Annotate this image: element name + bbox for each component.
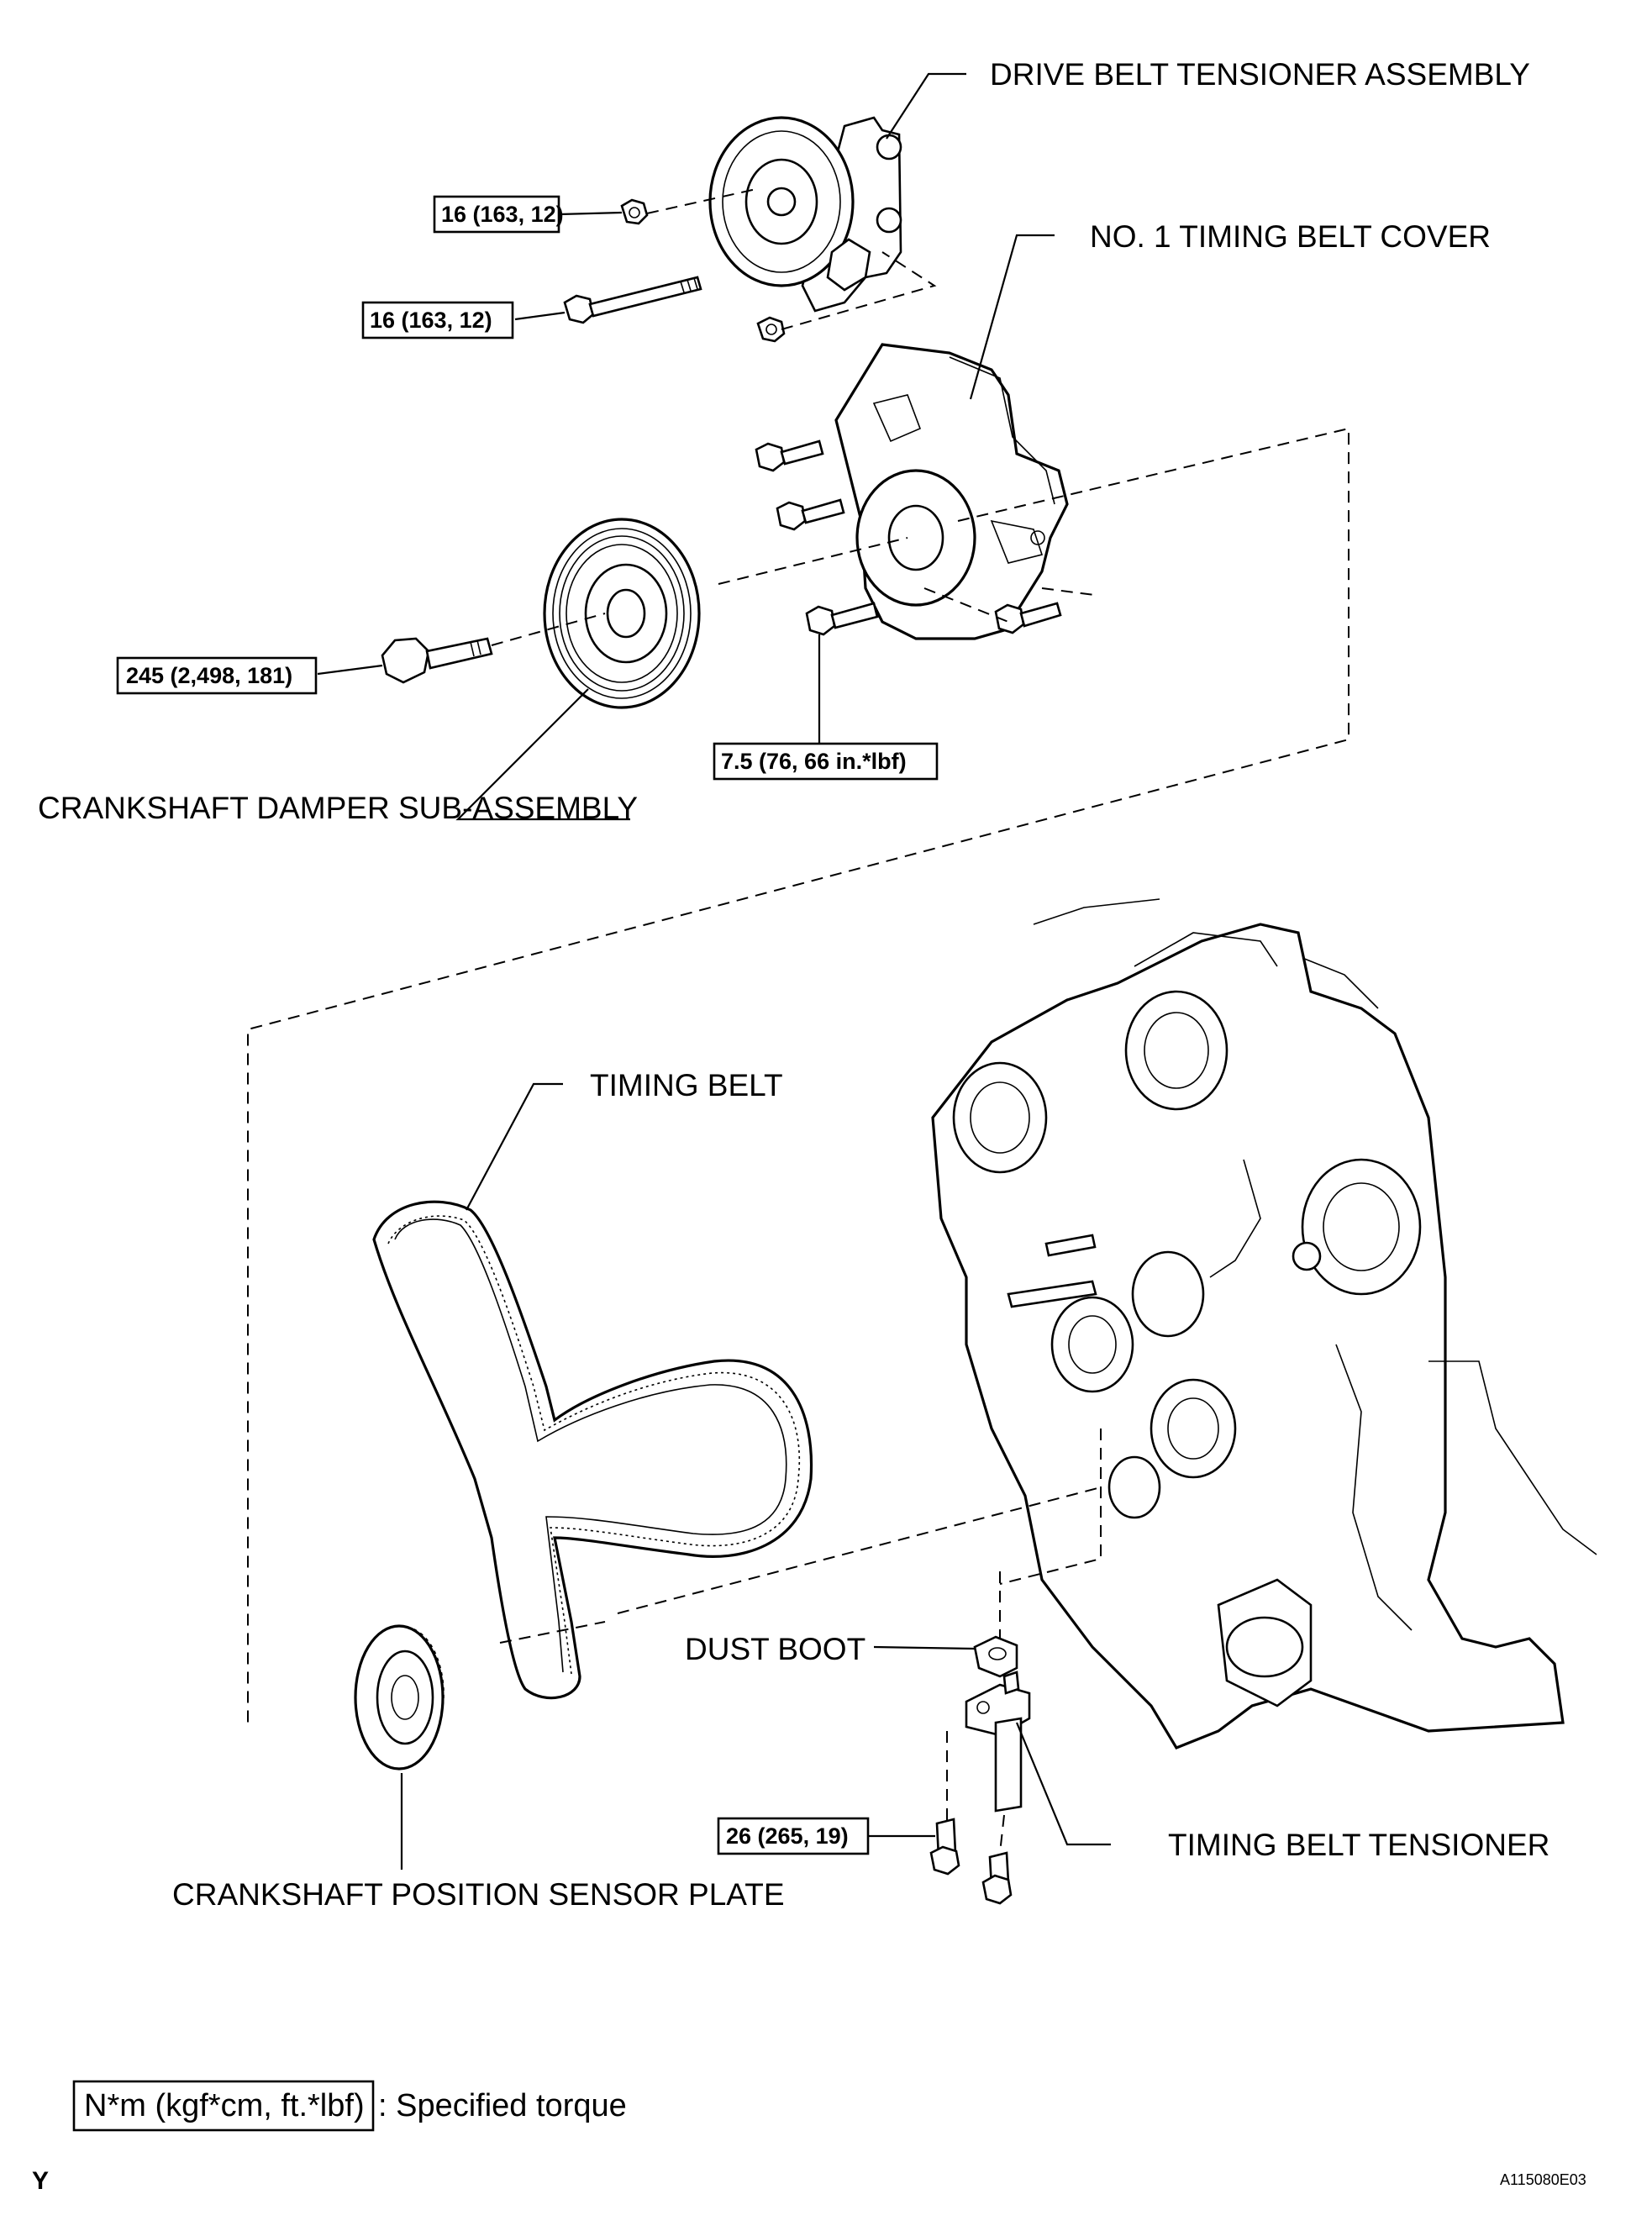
torque-belt-tensioner-bolt: 26 (265, 19) (726, 1823, 849, 1849)
torque-tensioner-bolt: 16 (163, 12) (370, 308, 492, 333)
label-crankshaft-damper: CRANKSHAFT DAMPER SUB-ASSEMBLY (38, 791, 638, 825)
cover-bolt-4 (994, 602, 1062, 634)
tensioner-nut-upper (620, 198, 649, 225)
timing-belt-tensioner (965, 1671, 1031, 1813)
torque-legend: N*m (kgf*cm, ft.*lbf) : Specified torque (72, 2080, 627, 2132)
cover-bolt-2 (776, 498, 845, 531)
legend-unit-box: N*m (kgf*cm, ft.*lbf) (84, 2088, 365, 2123)
label-timing-belt-cover: NO. 1 TIMING BELT COVER (1090, 219, 1491, 254)
torque-damper-bolt: 245 (2,498, 181) (126, 663, 292, 688)
belt-tensioner-bolt-2 (981, 1851, 1013, 1905)
label-timing-belt-tensioner: TIMING BELT TENSIONER (1168, 1828, 1549, 1862)
drive-belt-tensioner-assembly (708, 116, 902, 313)
torque-box-tensioner-bolt: 16 (163, 12) (361, 301, 514, 339)
crankshaft-damper-bolt (381, 637, 493, 684)
tensioner-bolt (563, 276, 702, 324)
torque-box-cover-bolt: 7.5 (76, 66 in.*lbf) (713, 742, 939, 781)
belt-tensioner-bolt-1 (929, 1818, 960, 1876)
figure-code: A115080E03 (1500, 2171, 1586, 2188)
torque-cover-bolt: 7.5 (76, 66 in.*lbf) (721, 749, 907, 774)
legend-description: : Specified torque (378, 2088, 627, 2123)
torque-box-belt-tensioner-bolt: 26 (265, 19) (717, 1817, 870, 1855)
engine-block (931, 898, 1597, 1750)
crankshaft-position-sensor-plate (354, 1624, 445, 1771)
label-timing-belt: TIMING BELT (590, 1068, 783, 1102)
timing-belt-cover (834, 343, 1069, 640)
dust-boot (973, 1635, 1018, 1678)
torque-box-tensioner-nut: 16 (163, 12) (433, 195, 564, 234)
torque-tensioner-nut: 16 (163, 12) (441, 202, 564, 227)
timing-belt (372, 1200, 813, 1700)
label-crankshaft-sensor-plate: CRANKSHAFT POSITION SENSOR PLATE (172, 1877, 785, 1912)
cover-bolt-3 (805, 602, 879, 636)
label-drive-belt-tensioner: DRIVE BELT TENSIONER ASSEMBLY (990, 57, 1530, 92)
corner-mark: Y (32, 2167, 49, 2195)
crankshaft-damper (543, 518, 701, 709)
label-dust-boot: DUST BOOT (685, 1632, 865, 1666)
cover-bolt-1 (755, 439, 824, 472)
torque-box-damper-bolt: 245 (2,498, 181) (116, 656, 318, 695)
tensioner-nut-lower (756, 316, 786, 343)
